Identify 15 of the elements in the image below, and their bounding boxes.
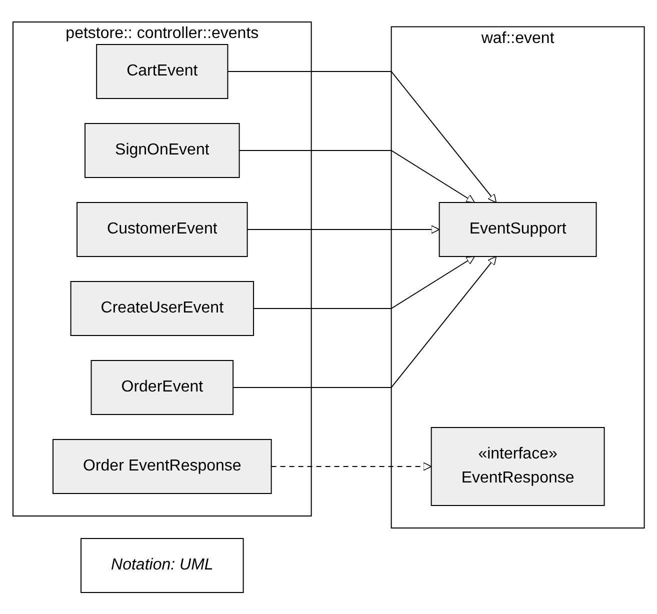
node-box: CustomerEvent	[76, 202, 248, 257]
node-box: «interface» EventResponse	[430, 426, 605, 506]
arrow	[246, 224, 440, 234]
node-box: Order EventResponse	[52, 438, 272, 494]
arrow	[232, 256, 496, 388]
node-box: EventSupport	[438, 202, 597, 257]
node-box: Notation: UML	[80, 538, 244, 593]
arrow	[238, 150, 475, 203]
node-box: CartEvent	[96, 44, 228, 99]
node-box: SignOnEvent	[84, 122, 240, 178]
arrow	[252, 256, 475, 309]
arrow	[270, 462, 432, 471]
arrow	[227, 70, 496, 203]
node-box: OrderEvent	[90, 360, 234, 415]
node-box: CreateUserEvent	[70, 280, 254, 336]
